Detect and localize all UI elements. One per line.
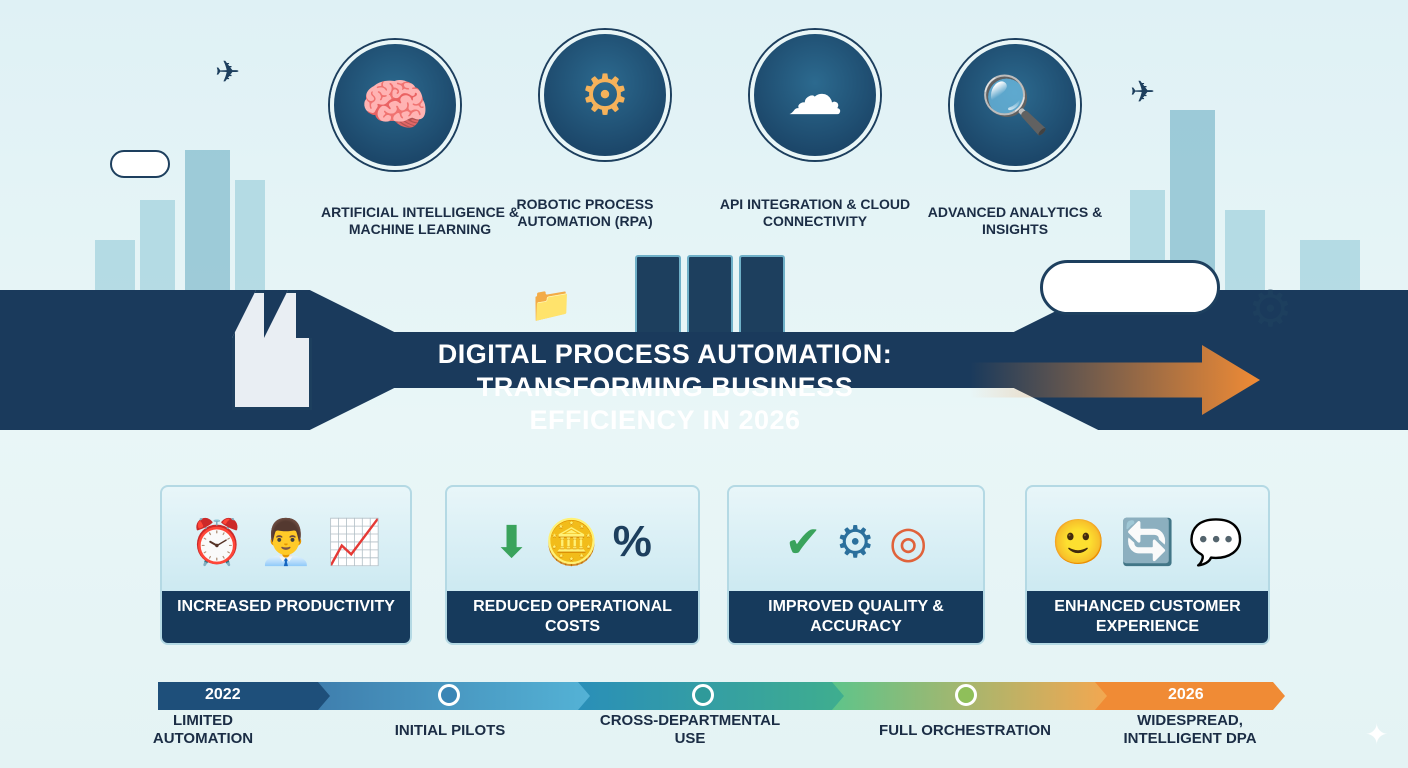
coins-icon: 🪙 [543, 518, 599, 567]
tech-label-ai: ARTIFICIAL INTELLIGENCE & MACHINE LEARNI… [320, 204, 520, 237]
tech-label-analytics: ADVANCED ANALYTICS & INSIGHTS [927, 204, 1103, 237]
benefit-card-costs: ⬇ 🪙% REDUCED OPERATIONAL COSTS [445, 485, 700, 645]
down-arrow-icon: ⬇ [493, 517, 530, 567]
title-line: DIGITAL PROCESS AUTOMATION: [437, 339, 893, 369]
timeline-milestone [438, 684, 460, 706]
title-line: EFFICIENCY IN 2026 [529, 405, 801, 435]
timeline-start-year: 2022 [205, 686, 241, 703]
cloud-icon: ☁ [750, 30, 880, 160]
benefit-label: REDUCED OPERATIONAL COSTS [447, 591, 698, 643]
timeline-stage: WIDESPREAD, INTELLIGENT DPA [1123, 712, 1257, 747]
magnifier-chart-icon: 🔍 [950, 40, 1080, 170]
smiling-face-icon: 🙂 [1051, 518, 1107, 567]
timeline-stage: FULL ORCHESTRATION [879, 722, 1051, 739]
cloud-icon [110, 150, 170, 178]
gears-icon: ⚙ [540, 30, 670, 160]
drone-icon: ✈ [1130, 76, 1156, 109]
tech-label-rpa: ROBOTIC PROCESS AUTOMATION (RPA) [516, 196, 654, 229]
growth-chart-icon: 📈 [327, 518, 383, 567]
city-building [235, 180, 265, 300]
timeline-segment [158, 682, 333, 710]
city-building [140, 200, 175, 300]
clock-icon: ⏰ [189, 518, 245, 567]
timeline-milestone [692, 684, 714, 706]
page-title: DIGITAL PROCESS AUTOMATION: TRANSFORMING… [400, 338, 930, 437]
gear-icon: ⚙ [1248, 281, 1293, 337]
city-building [1225, 210, 1265, 300]
timeline-segment [1095, 682, 1285, 710]
benefit-card-productivity: ⏰ 👨‍💼 📈 INCREASED PRODUCTIVITY [160, 485, 412, 645]
gear-check-icon: ⚙ [835, 517, 875, 567]
checkmark-icon: ✔ [784, 517, 822, 567]
server-rack-icon [635, 255, 785, 335]
timeline-milestone [955, 684, 977, 706]
benefit-label: IMPROVED QUALITY & ACCURACY [729, 591, 983, 643]
city-building [185, 150, 230, 300]
folder-icon: 📁 [530, 286, 573, 324]
benefit-card-quality: ✔ ⚙ ◎ IMPROVED QUALITY & ACCURACY [727, 485, 985, 645]
benefit-label: ENHANCED CUSTOMER EXPERIENCE [1027, 591, 1268, 643]
timeline-stage: CROSS-DEPARTMENTAL USE [599, 712, 781, 747]
sparkle-icon: ✦ [1365, 719, 1389, 750]
cycle-arrows-icon: 🔄 [1120, 518, 1175, 567]
chat-bubble-icon: 💬 [1188, 518, 1244, 567]
title-line: TRANSFORMING BUSINESS [476, 372, 854, 402]
drone-icon: ✈ [215, 56, 241, 89]
benefit-card-customer: 🙂 🔄 💬 ENHANCED CUSTOMER EXPERIENCE [1025, 485, 1270, 645]
target-icon: ◎ [888, 517, 928, 567]
tech-label-api: API INTEGRATION & CLOUD CONNECTIVITY [719, 196, 911, 229]
businessman-icon: 👨‍💼 [258, 518, 314, 567]
benefit-label: INCREASED PRODUCTIVITY [162, 591, 410, 643]
timeline-end-year: 2026 [1168, 686, 1204, 703]
cloud-upload-icon [1040, 260, 1220, 315]
percent-icon: % [612, 517, 652, 566]
timeline-stage: LIMITED AUTOMATION [152, 712, 254, 747]
robot-brain-icon: 🧠 [330, 40, 460, 170]
timeline-stage: INITIAL PILOTS [394, 722, 506, 739]
